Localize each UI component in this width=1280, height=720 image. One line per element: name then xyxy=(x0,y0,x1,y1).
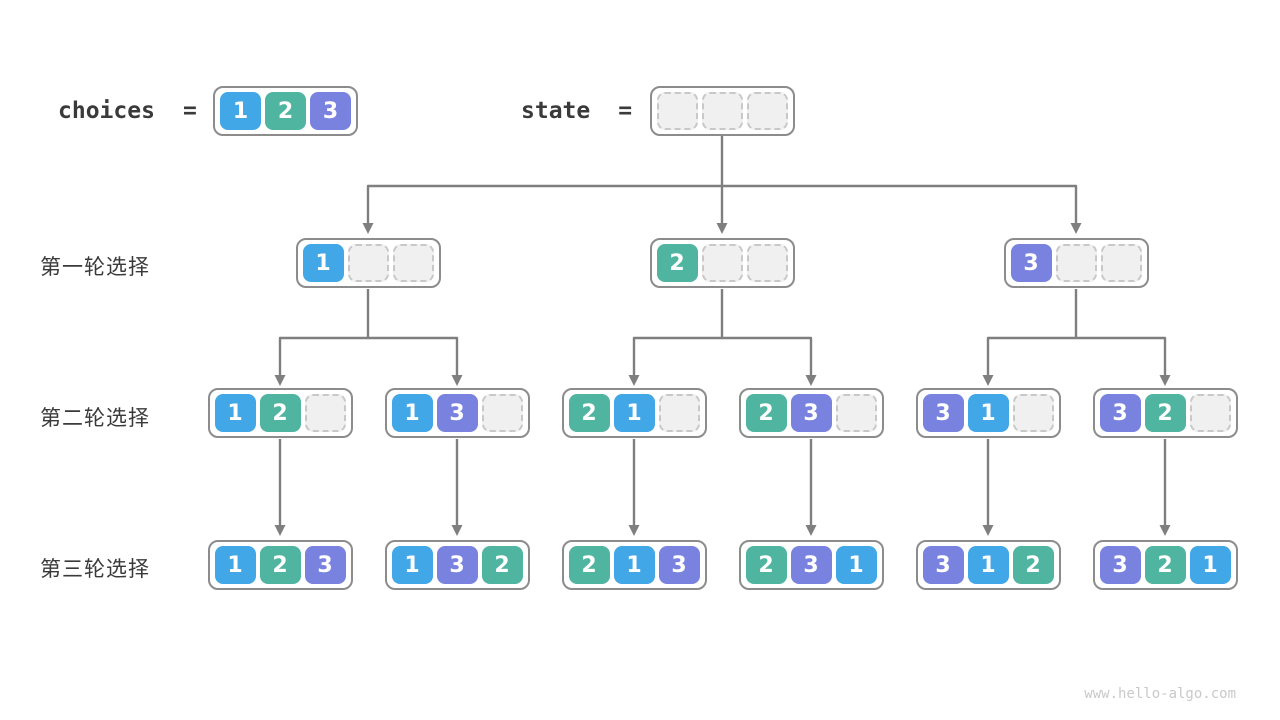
watermark: www.hello-algo.com xyxy=(1084,686,1236,702)
array-cell: 1 xyxy=(613,546,655,584)
array-cell: 2 xyxy=(745,546,787,584)
state-equals-sign: = xyxy=(618,98,633,124)
array-cell: 2 xyxy=(481,546,523,584)
array-cell: 1 xyxy=(967,394,1009,432)
state-label: state xyxy=(521,98,591,124)
array-cell: 1 xyxy=(391,546,433,584)
array-cell: 3 xyxy=(1099,394,1141,432)
array-cell: 3 xyxy=(310,92,351,130)
array-cell: 1 xyxy=(613,394,655,432)
choices-label: choices xyxy=(58,98,155,124)
array-cell: 3 xyxy=(790,546,832,584)
array-cell: 2 xyxy=(656,244,698,282)
row-label: 第三轮选择 xyxy=(40,558,150,581)
choices-equals-sign: = xyxy=(182,98,197,124)
array-cell: 3 xyxy=(922,394,964,432)
array-cell-empty xyxy=(392,244,434,282)
array-cell: 2 xyxy=(1144,394,1186,432)
array-cell-empty xyxy=(746,244,788,282)
array-cell-empty xyxy=(1055,244,1097,282)
array-cell: 1 xyxy=(214,546,256,584)
array-cell-empty xyxy=(747,92,788,130)
row-label: 第一轮选择 xyxy=(40,256,150,279)
array-cell: 3 xyxy=(922,546,964,584)
array-cell: 2 xyxy=(265,92,306,130)
array-cell: 3 xyxy=(304,546,346,584)
array-cell: 2 xyxy=(1012,546,1054,584)
array-cell-empty xyxy=(835,394,877,432)
array-cell-empty xyxy=(481,394,523,432)
array-cell-empty xyxy=(347,244,389,282)
array-cell: 2 xyxy=(259,394,301,432)
array-cell: 3 xyxy=(436,546,478,584)
state-node: 3 xyxy=(1003,238,1149,288)
state-array xyxy=(650,86,795,136)
array-cell: 1 xyxy=(391,394,433,432)
array-cell-empty xyxy=(701,244,743,282)
array-cell: 3 xyxy=(1010,244,1052,282)
array-cell-empty xyxy=(658,394,700,432)
array-cell: 2 xyxy=(568,394,610,432)
array-cell: 1 xyxy=(835,546,877,584)
array-cell-empty xyxy=(304,394,346,432)
array-cell: 3 xyxy=(658,546,700,584)
array-cell: 1 xyxy=(967,546,1009,584)
array-cell-empty xyxy=(1100,244,1142,282)
choices-expression: choices = xyxy=(58,98,197,124)
array-cell: 1 xyxy=(302,244,344,282)
state-node: 1 xyxy=(295,238,441,288)
array-cell: 2 xyxy=(568,546,610,584)
array-cell-empty xyxy=(657,92,698,130)
array-cell-empty xyxy=(702,92,743,130)
state-expression: state = xyxy=(521,98,632,124)
array-cell: 2 xyxy=(1144,546,1186,584)
array-cell: 3 xyxy=(790,394,832,432)
array-cell: 3 xyxy=(436,394,478,432)
array-cell: 3 xyxy=(1099,546,1141,584)
connector-lines xyxy=(278,136,1167,528)
array-cell: 1 xyxy=(220,92,261,130)
array-cell-empty xyxy=(1189,394,1231,432)
state-node: 2 xyxy=(649,238,795,288)
array-cell: 2 xyxy=(745,394,787,432)
array-cell: 1 xyxy=(214,394,256,432)
array-cell: 2 xyxy=(259,546,301,584)
array-cell: 1 xyxy=(1189,546,1231,584)
array-cell-empty xyxy=(1012,394,1054,432)
row-label: 第二轮选择 xyxy=(40,407,150,430)
